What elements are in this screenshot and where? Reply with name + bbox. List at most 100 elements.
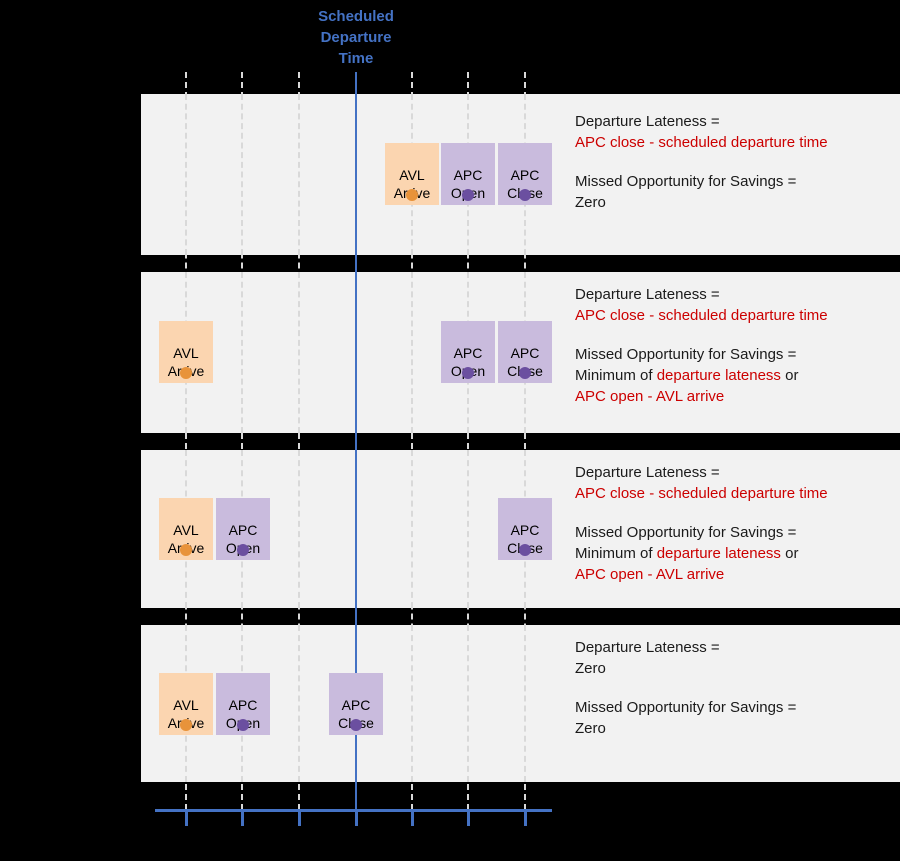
panel-3-departure-lateness-value: APC close - scheduled departure time — [575, 485, 828, 502]
apc-open-dot — [462, 189, 474, 201]
panel-4-timeline: AVL Arrive APC Open APC Close — [141, 625, 566, 782]
apc-close-dot — [519, 544, 531, 556]
panel-2-gridline-1 — [241, 272, 243, 433]
panel-4-gridline-5 — [467, 625, 469, 782]
panel-4-gridline-2 — [298, 625, 300, 782]
panel-2-apc-open-box: APC Open — [441, 321, 495, 383]
gridline-tick-4 — [411, 72, 413, 810]
panel-4-gridline-6 — [524, 625, 526, 782]
panel-4-annotation: Departure Lateness = Zero Missed Opportu… — [575, 637, 890, 739]
panel-1-gridline-1 — [241, 94, 243, 255]
gridline-tick-1 — [241, 72, 243, 810]
panel-2-departure-lateness-title: Departure Lateness = — [575, 286, 720, 303]
panel-3-missed-opportunity-title: Missed Opportunity for Savings = — [575, 524, 797, 541]
panel-2-gridline-2 — [298, 272, 300, 433]
axis-tick-5 — [467, 810, 470, 826]
scheduled-departure-time-label: Scheduled Departure Time — [318, 8, 394, 67]
panel-3-apc-close-box: APC Close — [498, 498, 552, 560]
panel-1-timeline: AVL Arrive APC Open APC Close — [141, 94, 566, 255]
panel-3-gridline-2 — [298, 450, 300, 608]
panel-2-missed-opportunity-title: Missed Opportunity for Savings = — [575, 346, 797, 363]
avl-arrive-dot — [180, 719, 192, 731]
panel-4-apc-open-box: APC Open — [216, 673, 270, 735]
apc-close-dot — [519, 189, 531, 201]
panel-3-timeline: AVL Arrive APC Open APC Close — [141, 450, 566, 608]
panel-3-mo-min-text: Minimum of — [575, 545, 657, 562]
gridline-tick-5 — [467, 72, 469, 810]
panel-2-missed-opportunity-line-b: APC open - AVL arrive — [575, 388, 725, 405]
panel-1-departure-lateness-title: Departure Lateness = — [575, 113, 720, 130]
panel-2-departure-lateness-value: APC close - scheduled departure time — [575, 307, 828, 324]
panel-1-avl-arrive-box: AVL Arrive — [385, 143, 439, 205]
panel-4-missed-opportunity-title: Missed Opportunity for Savings = — [575, 699, 797, 716]
panel-1-scheduled-line — [355, 94, 357, 255]
avl-arrive-dot — [180, 367, 192, 379]
apc-open-dot — [237, 544, 249, 556]
scenario-panel-4: AVL Arrive APC Open APC Close Departure … — [141, 625, 900, 782]
axis-tick-2 — [298, 810, 301, 826]
panel-1-departure-lateness: Departure Lateness = APC close - schedul… — [575, 111, 890, 153]
panel-2-mo-min-text: Minimum of — [575, 367, 657, 384]
axis-tick-3 — [355, 810, 358, 826]
apc-close-dot — [519, 367, 531, 379]
panel-2-missed-opportunity: Missed Opportunity for Savings = Minimum… — [575, 344, 890, 407]
axis-tick-1 — [241, 810, 244, 826]
panel-3-mo-lateness-term: departure lateness — [656, 545, 781, 562]
panel-3-annotation: Departure Lateness = APC close - schedul… — [575, 462, 890, 585]
panel-2-departure-lateness: Departure Lateness = APC close - schedul… — [575, 284, 890, 326]
panel-2-mo-or-text: or — [780, 367, 799, 384]
panel-4-departure-lateness-value: Zero — [575, 660, 606, 677]
scenario-panel-3: AVL Arrive APC Open APC Close Departure … — [141, 450, 900, 608]
panel-3-missed-opportunity-line-a: Minimum of departure lateness or — [575, 543, 890, 564]
panel-1-gridline-2 — [298, 94, 300, 255]
panel-2-gridline-4 — [411, 272, 413, 433]
axis-tick-4 — [411, 810, 414, 826]
panel-4-departure-lateness: Departure Lateness = Zero — [575, 637, 890, 679]
panel-2-apc-close-box: APC Close — [498, 321, 552, 383]
gridline-tick-2 — [298, 72, 300, 810]
panel-1-departure-lateness-value: APC close - scheduled departure time — [575, 134, 828, 151]
avl-arrive-dot — [180, 544, 192, 556]
panel-1-missed-opportunity-title: Missed Opportunity for Savings = — [575, 173, 797, 190]
apc-open-dot — [237, 719, 249, 731]
panel-3-missed-opportunity: Missed Opportunity for Savings = Minimum… — [575, 522, 890, 585]
apc-open-dot — [462, 367, 474, 379]
panel-1-gridline-0 — [185, 94, 187, 255]
panel-4-apc-open-label: APC Open — [226, 697, 260, 731]
panel-4-missed-opportunity-value: Zero — [575, 720, 606, 737]
panel-3-mo-or-text: or — [780, 545, 799, 562]
panel-3-avl-arrive-box: AVL Arrive — [159, 498, 213, 560]
gridline-tick-0 — [185, 72, 187, 810]
axis-tick-6 — [524, 810, 527, 826]
panel-2-scheduled-line — [355, 272, 357, 433]
panel-4-gridline-4 — [411, 625, 413, 782]
panel-3-departure-lateness: Departure Lateness = APC close - schedul… — [575, 462, 890, 504]
avl-arrive-dot — [406, 189, 418, 201]
panel-4-avl-arrive-box: AVL Arrive — [159, 673, 213, 735]
panel-3-gridline-4 — [411, 450, 413, 608]
panel-3-missed-opportunity-line-b: APC open - AVL arrive — [575, 566, 725, 583]
panel-1-annotation: Departure Lateness = APC close - schedul… — [575, 111, 890, 213]
panel-4-departure-lateness-title: Departure Lateness = — [575, 639, 720, 656]
panel-3-departure-lateness-title: Departure Lateness = — [575, 464, 720, 481]
panel-3-scheduled-line — [355, 450, 357, 608]
panel-1-apc-open-box: APC Open — [441, 143, 495, 205]
panel-2-missed-opportunity-line-a: Minimum of departure lateness or — [575, 365, 890, 386]
panel-4-apc-close-box: APC Close — [329, 673, 383, 735]
panel-4-missed-opportunity: Missed Opportunity for Savings = Zero — [575, 697, 890, 739]
panel-2-mo-lateness-term: departure lateness — [656, 367, 781, 384]
panel-2-annotation: Departure Lateness = APC close - schedul… — [575, 284, 890, 407]
time-axis-line — [155, 809, 552, 812]
panel-3-apc-open-box: APC Open — [216, 498, 270, 560]
panel-2-timeline: AVL Arrive APC Open APC Close — [141, 272, 566, 433]
axis-tick-0 — [185, 810, 188, 826]
panel-1-apc-close-box: APC Close — [498, 143, 552, 205]
scenario-panel-2: AVL Arrive APC Open APC Close Departure … — [141, 272, 900, 433]
apc-close-dot — [350, 719, 362, 731]
panel-3-gridline-5 — [467, 450, 469, 608]
panel-1-missed-opportunity: Missed Opportunity for Savings = Zero — [575, 171, 890, 213]
panel-2-avl-arrive-box: AVL Arrive — [159, 321, 213, 383]
scheduled-departure-time-line — [355, 72, 357, 810]
gridline-tick-6 — [524, 72, 526, 810]
scenario-panel-1: AVL Arrive APC Open APC Close Departure … — [141, 94, 900, 255]
